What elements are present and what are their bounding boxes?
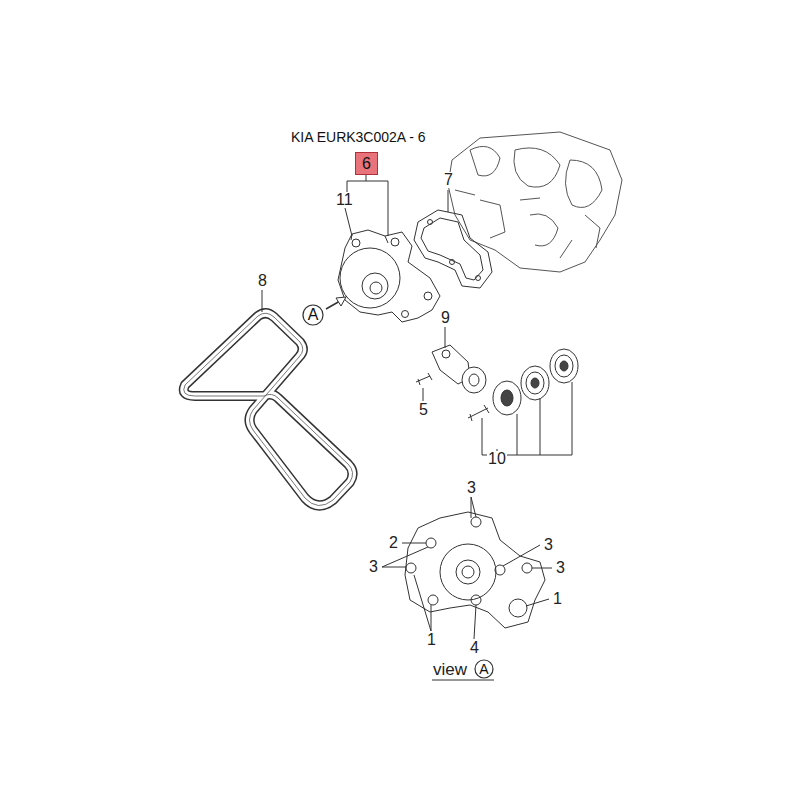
node-text: 6 bbox=[362, 156, 371, 172]
view-marker-circle: A bbox=[474, 659, 494, 679]
callout-number: 3 bbox=[543, 537, 554, 553]
callout-number: 8 bbox=[257, 273, 268, 289]
node-shape bbox=[475, 660, 493, 678]
leader-lines bbox=[262, 175, 572, 680]
callout-number: 2 bbox=[388, 535, 399, 551]
pump-view-a bbox=[405, 512, 545, 628]
callout-number: 3 bbox=[555, 560, 566, 576]
node-shape bbox=[303, 305, 323, 325]
callout-number: 5 bbox=[418, 402, 429, 418]
idler-pulleys bbox=[468, 349, 578, 421]
callout-number: 4 bbox=[469, 640, 480, 656]
engine-block bbox=[448, 132, 622, 272]
callout-number: 3 bbox=[466, 480, 477, 496]
drive-belt bbox=[184, 313, 353, 505]
callout-number: 10 bbox=[487, 451, 507, 467]
callout-box: 6 bbox=[355, 152, 378, 175]
water-pump bbox=[338, 230, 440, 322]
tensioner bbox=[416, 345, 486, 393]
node-text: A bbox=[479, 662, 488, 676]
callout-number: 11 bbox=[335, 192, 354, 208]
gasket bbox=[414, 210, 492, 288]
callout-number: 1 bbox=[552, 591, 563, 607]
diagram-title: KIA EURK3C002A - 6 bbox=[290, 130, 427, 144]
node-shape bbox=[356, 153, 378, 175]
callout-number: 9 bbox=[440, 310, 451, 326]
callout-number: 1 bbox=[426, 632, 437, 648]
callout-number: 7 bbox=[443, 172, 454, 188]
node-text: A bbox=[308, 307, 319, 323]
view-label: view bbox=[432, 661, 468, 678]
view-arrow bbox=[326, 297, 346, 309]
callout-number: 3 bbox=[368, 559, 379, 575]
view-marker-circle: A bbox=[302, 304, 324, 326]
